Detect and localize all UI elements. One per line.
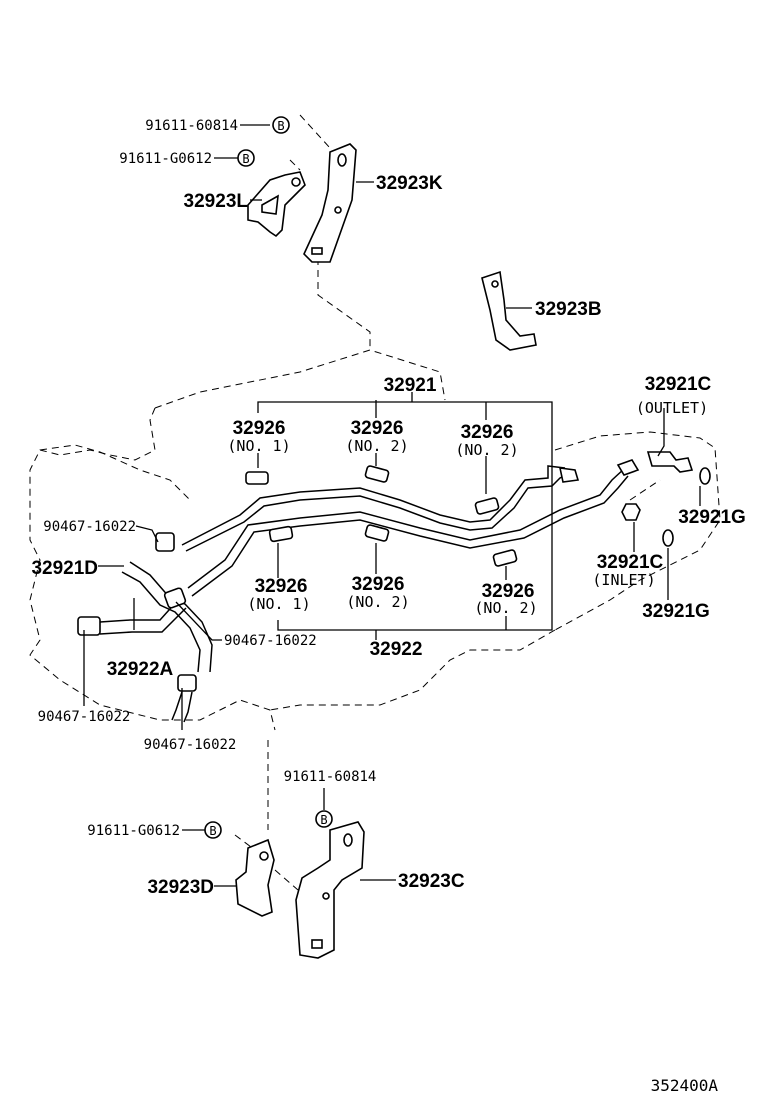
bracket-32923c-shape (295, 821, 365, 959)
label-cushion-sub: (NO. 2) (474, 599, 537, 617)
bolt-marker-b: B (277, 119, 284, 133)
label-32923d: 32923D (147, 877, 214, 898)
label-clip-90467-16022: 90467-16022 (38, 709, 131, 725)
label-bolt-91611-g0612: 91611-G0612 (119, 151, 212, 167)
label-gasket-32921g: 32921G (678, 507, 746, 528)
label-clip-90467-16022: 90467-16022 (144, 737, 237, 753)
label-outlet-sub: (OUTLET) (636, 399, 708, 417)
label-inlet-sub: (INLET) (592, 571, 655, 589)
label-cushion-sub: (NO. 2) (345, 437, 408, 455)
label-32921: 32921 (384, 375, 437, 396)
tube-assembly (181, 459, 640, 597)
drawing-number: 352400A (651, 1076, 719, 1095)
label-cushion-sub: (NO. 1) (227, 437, 290, 455)
label-cushion-sub: (NO. 2) (455, 441, 518, 459)
label-32923k: 32923K (376, 173, 443, 194)
hoses (99, 561, 213, 723)
part-labels: 91611-60814 91611-G0612 32923K 32923L 32… (31, 118, 745, 1095)
label-32923b: 32923B (535, 299, 602, 320)
label-cushion-32926: 32926 (255, 576, 308, 597)
label-bolt-91611-60814: 91611-60814 (145, 118, 238, 134)
unions (621, 451, 711, 547)
label-clip-90467-16022: 90467-16022 (224, 633, 317, 649)
label-bolt-91611-60814: 91611-60814 (284, 769, 377, 785)
label-32923c: 32923C (398, 871, 465, 892)
label-cushion-sub: (NO. 2) (346, 593, 409, 611)
leader-lines (83, 124, 701, 887)
label-bolt-91611-g0612: 91611-G0612 (87, 823, 180, 839)
bolt-marker-b: B (242, 152, 249, 166)
component-outline (29, 114, 721, 891)
bracket-32923l-shape (247, 171, 306, 238)
label-hose-32921d: 32921D (31, 558, 98, 579)
bracket-32923b-shape (481, 270, 537, 351)
bolt-marker-b: B (320, 813, 327, 827)
label-cushion-32926: 32926 (352, 574, 405, 595)
label-32923l: 32923L (184, 191, 249, 212)
bracket-32923d-shape (235, 838, 275, 917)
bracket-32923k-shape (303, 143, 357, 263)
bolt-marker-b: B (209, 824, 216, 838)
label-hose-32922a: 32922A (107, 659, 174, 680)
bolt-markers: B B B B (204, 116, 333, 839)
label-cushion-32926: 32926 (233, 418, 286, 439)
label-union-outlet: 32921C (645, 374, 712, 395)
label-union-inlet: 32921C (597, 552, 664, 573)
label-cushion-32926: 32926 (461, 422, 514, 443)
label-cushion-32926: 32926 (482, 581, 535, 602)
label-32922: 32922 (370, 639, 423, 660)
label-cushion-32926: 32926 (351, 418, 404, 439)
cushions (245, 465, 518, 567)
label-gasket-32921g: 32921G (642, 601, 710, 622)
hose-clips (77, 532, 197, 692)
label-cushion-sub: (NO. 1) (247, 595, 310, 613)
label-clip-90467-16022: 90467-16022 (43, 519, 136, 535)
